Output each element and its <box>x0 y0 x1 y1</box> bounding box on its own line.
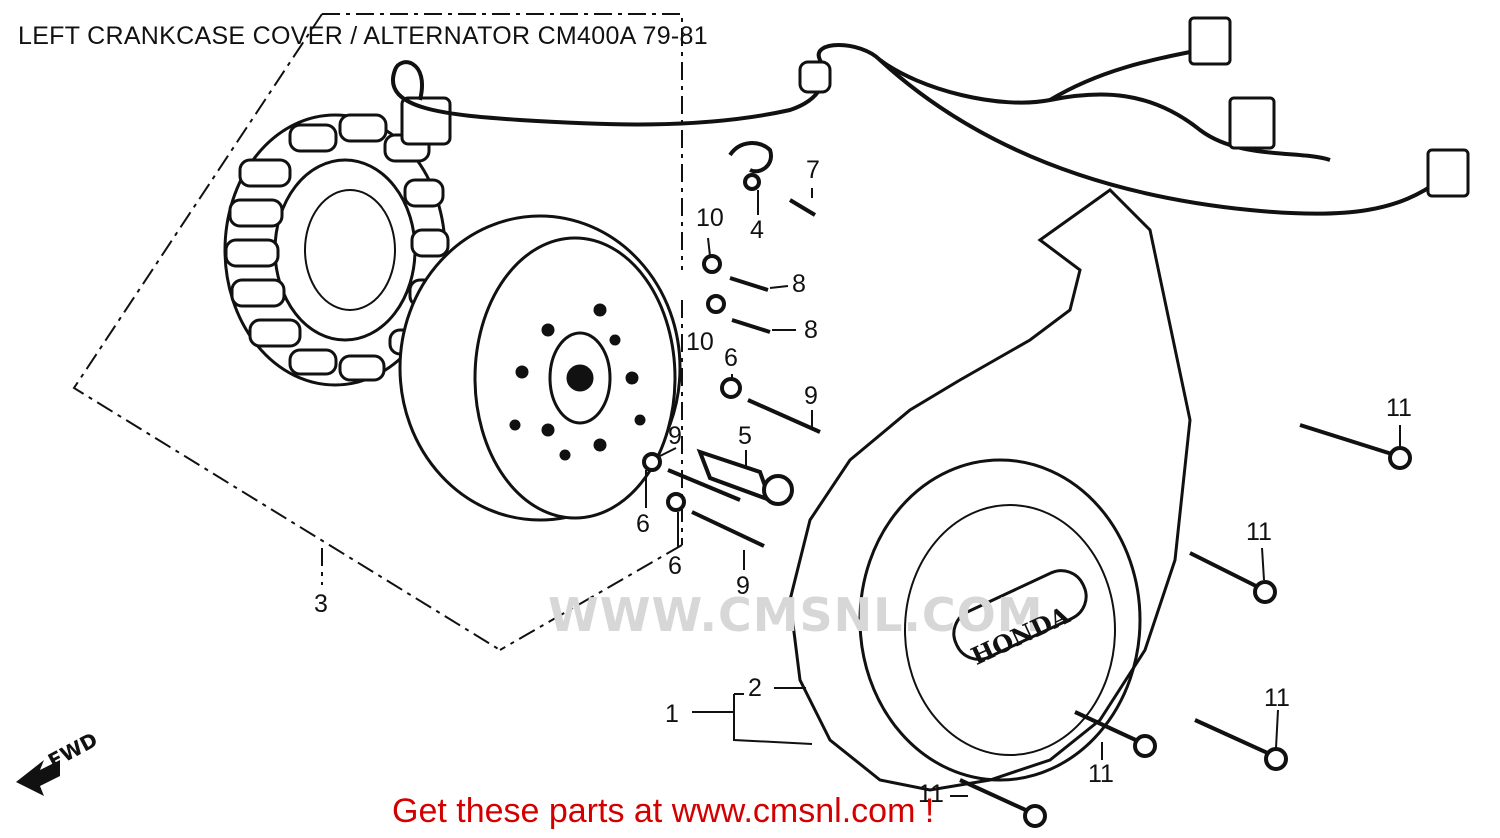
left-crankcase-cover <box>788 188 1192 792</box>
small-hardware <box>642 141 821 548</box>
callout-10a: 10 <box>696 204 724 232</box>
callout-4: 4 <box>750 216 764 244</box>
bolts-11 <box>959 423 1412 828</box>
footer-link-text[interactable]: Get these parts at www.cmsnl.com ! <box>392 792 935 830</box>
callout-11e: 11 <box>918 780 944 808</box>
stator-coil <box>223 96 452 387</box>
callout-11b: 11 <box>1246 518 1272 546</box>
flywheel-rotor <box>398 214 682 522</box>
callout-8a: 8 <box>792 270 806 298</box>
wiring-harness <box>391 16 1470 216</box>
callout-1: 1 <box>665 700 679 728</box>
callout-5: 5 <box>738 422 752 450</box>
callout-2: 2 <box>748 674 762 702</box>
diagram-title: LEFT CRANKCASE COVER / ALTERNATOR CM400A… <box>18 22 708 50</box>
callout-6b: 6 <box>636 510 650 538</box>
leader-lines <box>645 188 1401 797</box>
callout-9c: 9 <box>736 572 750 600</box>
fwd-arrow-icon <box>16 760 60 796</box>
callout-8b: 8 <box>804 316 818 344</box>
callout-7: 7 <box>806 156 820 184</box>
callout-11c: 11 <box>1264 684 1290 712</box>
callout-10b: 10 <box>686 328 714 356</box>
callout-11a: 11 <box>1386 394 1412 422</box>
callout-9b: 9 <box>668 422 682 450</box>
callout-9a: 9 <box>804 382 818 410</box>
callout-3: 3 <box>314 590 328 618</box>
callout-11d: 11 <box>1088 760 1114 788</box>
callout-6a: 6 <box>724 344 738 372</box>
watermark: WWW.CMSNL.COM <box>548 588 1044 642</box>
callout-6c: 6 <box>668 552 682 580</box>
